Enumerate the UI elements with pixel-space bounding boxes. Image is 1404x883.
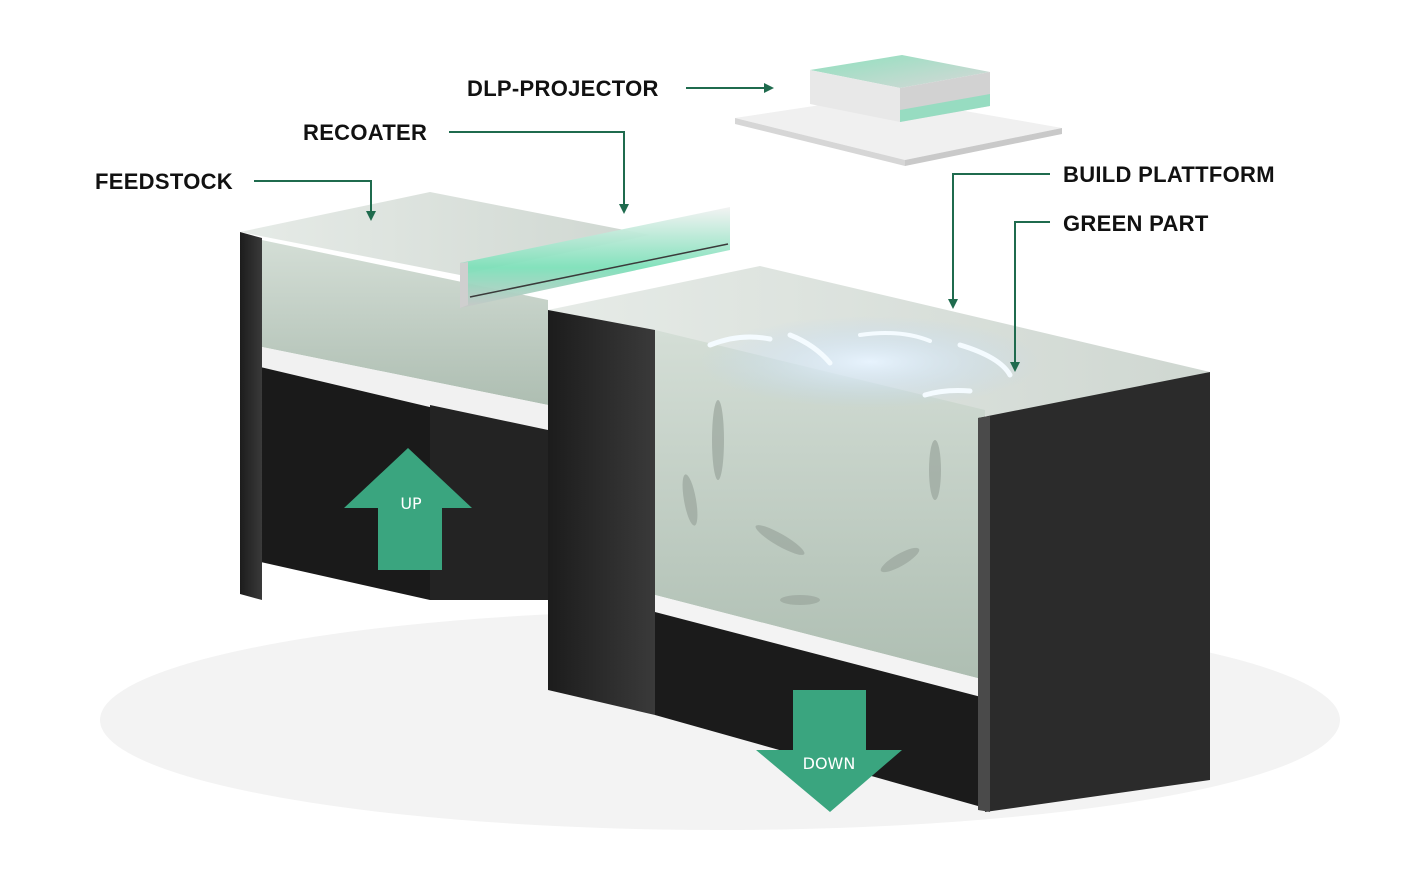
dlp-projector (735, 55, 1062, 166)
label-build-platform: BUILD PLATTFORM (1063, 162, 1275, 187)
down-arrow: DOWN (756, 690, 902, 812)
green-part (682, 316, 1040, 605)
label-green-part: GREEN PART (1063, 211, 1209, 236)
leader-lines (254, 83, 1050, 372)
recoater-blade (460, 207, 730, 308)
label-dlp-projector: DLP-PROJECTOR (467, 76, 659, 101)
label-recoater: RECOATER (303, 120, 428, 145)
up-arrow-label: UP (400, 494, 422, 513)
down-arrow-label: DOWN (803, 754, 856, 773)
label-feedstock: FEEDSTOCK (95, 169, 233, 194)
up-arrow: UP (344, 448, 472, 570)
